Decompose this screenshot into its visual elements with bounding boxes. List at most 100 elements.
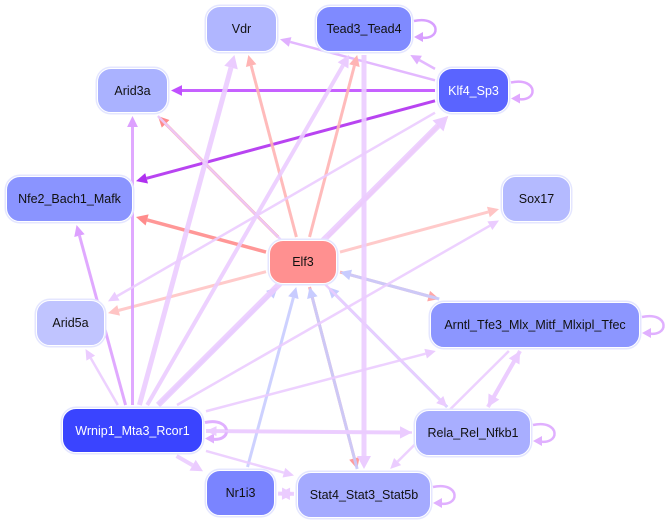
edge-klf4-to-nfe2 bbox=[136, 99, 436, 184]
edge-tead-to-tead bbox=[413, 18, 437, 42]
node-nr1i3[interactable]: Nr1i3 bbox=[206, 470, 275, 516]
node-label: Sox17 bbox=[518, 192, 555, 206]
edge-tead-to-stat4 bbox=[357, 55, 371, 469]
edge-line bbox=[418, 59, 436, 70]
arrowhead bbox=[127, 116, 138, 127]
node-label: Klf4_Sp3 bbox=[448, 83, 499, 98]
node-klf4[interactable]: Klf4_Sp3 bbox=[438, 68, 509, 113]
node-arid3a[interactable]: Arid3a bbox=[97, 68, 168, 113]
arrowhead bbox=[414, 32, 423, 42]
edge-rela-to-arntl bbox=[486, 351, 521, 408]
arrowhead bbox=[436, 396, 448, 407]
edge-klf4-to-tead bbox=[410, 55, 436, 70]
edge-wrnip1-to-arid5a bbox=[85, 349, 119, 406]
arrowhead bbox=[85, 349, 96, 361]
arrowhead bbox=[282, 467, 294, 478]
node-label: Rela_Rel_Nfkb1 bbox=[427, 426, 519, 440]
arrowhead bbox=[136, 214, 149, 226]
arrowhead bbox=[424, 348, 436, 359]
arrowhead bbox=[245, 55, 257, 68]
edge-line bbox=[118, 270, 267, 312]
node-wrnip1[interactable]: Wrnip1_Mta3_Rcor1 bbox=[62, 408, 203, 453]
node-arntl[interactable]: Arntl_Tfe3_Mlx_Mitf_Mlxipl_Tfec bbox=[430, 302, 640, 348]
node-label: Stat4_Stat3_Stat5b bbox=[309, 488, 419, 502]
arrowhead bbox=[433, 498, 442, 508]
edge-line bbox=[116, 111, 436, 298]
edge-line bbox=[205, 352, 426, 413]
edge-wrnip1-to-tead bbox=[145, 55, 350, 406]
edge-klf4-to-arid3a bbox=[171, 85, 435, 96]
arrowhead bbox=[280, 37, 292, 47]
arrowhead bbox=[278, 487, 291, 501]
arrowhead bbox=[533, 436, 542, 446]
edge-line bbox=[308, 65, 356, 238]
edge-line bbox=[310, 297, 359, 470]
arrowhead bbox=[642, 328, 651, 338]
self-loop bbox=[432, 484, 456, 506]
node-arid5a[interactable]: Arid5a bbox=[36, 300, 105, 346]
arrowhead bbox=[508, 351, 521, 365]
arrowhead bbox=[307, 287, 318, 300]
edge-line bbox=[175, 454, 194, 468]
node-sox17[interactable]: Sox17 bbox=[502, 176, 571, 222]
node-nfe2[interactable]: Nfe2_Bach1_Mafk bbox=[6, 176, 133, 222]
edge-line bbox=[246, 297, 295, 468]
self-loop bbox=[641, 314, 665, 336]
node-label: Arid3a bbox=[114, 83, 151, 98]
arrowhead bbox=[108, 291, 120, 302]
arrowhead bbox=[74, 225, 85, 238]
edge-klf4-to-klf4 bbox=[510, 80, 534, 104]
edge-line bbox=[216, 429, 413, 434]
node-elf3[interactable]: Elf3 bbox=[269, 240, 337, 284]
arrowhead bbox=[340, 269, 353, 281]
edge-rela-to-wrnip1 bbox=[206, 426, 413, 437]
node-vdr[interactable]: Vdr bbox=[206, 6, 277, 52]
node-stat4[interactable]: Stat4_Stat3_Stat5b bbox=[297, 472, 431, 518]
edge-wrnip1-to-vdr bbox=[137, 55, 238, 406]
edge-line bbox=[146, 99, 436, 180]
arrowhead bbox=[432, 116, 448, 132]
node-label: Nr1i3 bbox=[225, 486, 256, 500]
edge-line bbox=[145, 64, 345, 406]
edge-klf4-to-arid5a bbox=[108, 111, 436, 302]
edge-line bbox=[205, 449, 285, 474]
arrowhead bbox=[390, 458, 402, 469]
edge-elf3-to-arid5a bbox=[108, 270, 267, 316]
node-label: Tead3_Tead4 bbox=[326, 22, 402, 36]
edge-line bbox=[137, 66, 234, 406]
arrowhead bbox=[357, 456, 371, 469]
edge-stat4-to-elf3 bbox=[307, 287, 359, 470]
node-label: Arntl_Tfe3_Mlx_Mitf_Mlxipl_Tfec bbox=[444, 318, 626, 332]
arrowhead bbox=[206, 426, 217, 437]
arrowhead bbox=[205, 433, 214, 444]
edge-stat4-to-stat4 bbox=[432, 484, 456, 508]
edge-wrnip1-to-stat4 bbox=[205, 449, 294, 478]
node-label: Elf3 bbox=[292, 255, 314, 269]
edge-line bbox=[176, 224, 491, 407]
arrowhead bbox=[108, 305, 121, 316]
edge-elf3-to-vdr bbox=[245, 55, 298, 238]
edge-line bbox=[146, 218, 267, 254]
edge-wrnip1-to-sox17 bbox=[176, 220, 499, 407]
edge-line bbox=[249, 65, 298, 238]
edge-nr1i3-to-elf3 bbox=[246, 287, 299, 468]
arrowhead bbox=[487, 220, 499, 231]
arrowhead bbox=[349, 55, 360, 68]
edge-arntl-to-arntl bbox=[641, 314, 665, 338]
edge-line bbox=[486, 360, 516, 408]
node-label: Wrnip1_Mta3_Rcor1 bbox=[75, 423, 190, 438]
arrowhead bbox=[224, 55, 238, 70]
edge-rela-to-rela bbox=[532, 422, 556, 446]
arrowhead bbox=[410, 55, 422, 65]
edge-stat4-to-nr1i3 bbox=[278, 487, 295, 501]
edge-elf3-to-nfe2 bbox=[136, 214, 267, 254]
node-tead[interactable]: Tead3_Tead4 bbox=[316, 6, 412, 52]
self-loop bbox=[510, 80, 534, 101]
self-loop bbox=[532, 422, 556, 444]
arrowhead bbox=[511, 93, 520, 104]
node-label: Arid5a bbox=[52, 316, 89, 330]
arrowhead bbox=[136, 173, 149, 184]
arrowhead bbox=[288, 287, 299, 300]
node-rela[interactable]: Rela_Rel_Nfkb1 bbox=[415, 410, 531, 456]
